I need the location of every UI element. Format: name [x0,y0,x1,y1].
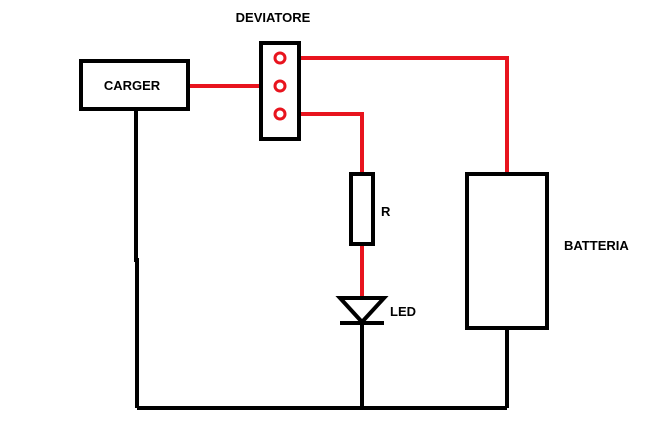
led-label: LED [390,304,416,319]
switch: DEVIATORE [236,10,311,141]
resistor: R [349,172,391,246]
switch-terminal-top [273,51,287,65]
resistor-label: R [381,204,391,219]
wire-switch-to-resistor [280,112,364,174]
wire-switch-to-battery [280,56,509,174]
switch-terminal-bottom [273,107,287,121]
switch-label: DEVIATORE [236,10,311,25]
led-triangle [335,296,389,325]
black-wires [134,110,509,410]
charger: CARGER [79,59,190,111]
switch-terminal-middle [273,79,287,93]
battery-body [465,172,549,330]
resistor-body [349,172,375,246]
battery: BATTERIA [465,172,629,330]
battery-label: BATTERIA [564,238,629,253]
charger-label: CARGER [104,78,161,93]
led: LED [335,296,416,325]
wire-charger-down [134,110,139,408]
red-wires [188,56,509,298]
charger-box [79,59,190,111]
